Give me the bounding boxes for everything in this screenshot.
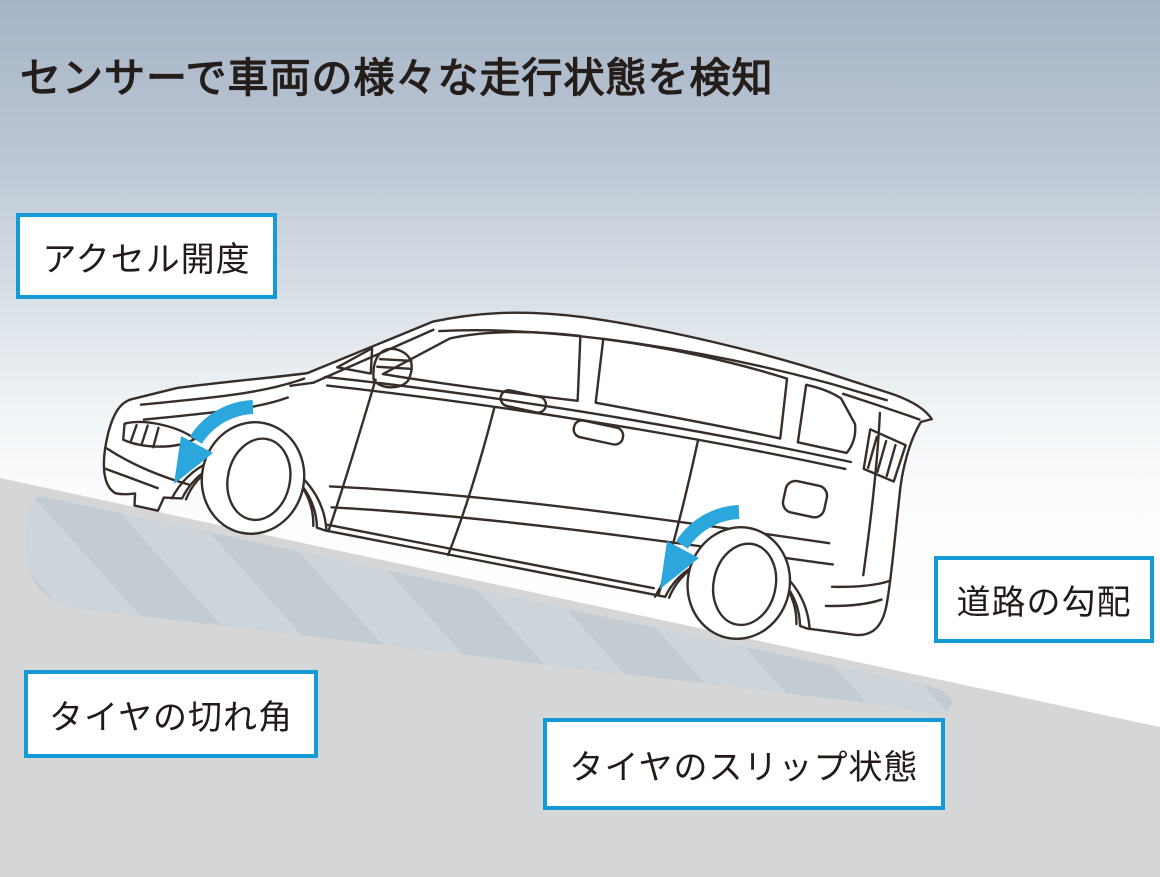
front-bumper-lines: [103, 447, 191, 490]
diagram-title: センサーで車両の様々な走行状態を検知: [20, 55, 774, 101]
front-door-handle: [499, 389, 548, 414]
rear-spoiler-line: [841, 392, 921, 421]
roof-inner-line: [438, 329, 888, 402]
label-tire-slip-state: タイヤのスリップ状態: [543, 718, 945, 810]
tail-lamp: [862, 428, 907, 483]
sliding-door-handle: [572, 419, 625, 446]
rear-wheel-rotation-arrow-icon: [660, 505, 740, 589]
rear-wheel: [686, 526, 792, 641]
beltline: [323, 375, 853, 471]
windshield-line: [312, 328, 435, 384]
front-wheel: [200, 421, 306, 535]
label-tire-steering-angle: タイヤの切れ角: [24, 670, 318, 758]
car-illustration: [102, 311, 933, 641]
rear-bumper-lines: [824, 579, 891, 608]
quarter-window: [336, 347, 374, 375]
label-road-grade: 道路の勾配: [934, 556, 1154, 643]
fuel-door: [781, 479, 829, 519]
tailgate-seam: [862, 411, 882, 577]
front-door-window: [381, 330, 582, 403]
rear-quarter-window: [796, 383, 857, 455]
front-wheel-rotation-arrow-icon: [174, 400, 254, 484]
label-accelerator-opening: アクセル開度: [16, 213, 277, 299]
